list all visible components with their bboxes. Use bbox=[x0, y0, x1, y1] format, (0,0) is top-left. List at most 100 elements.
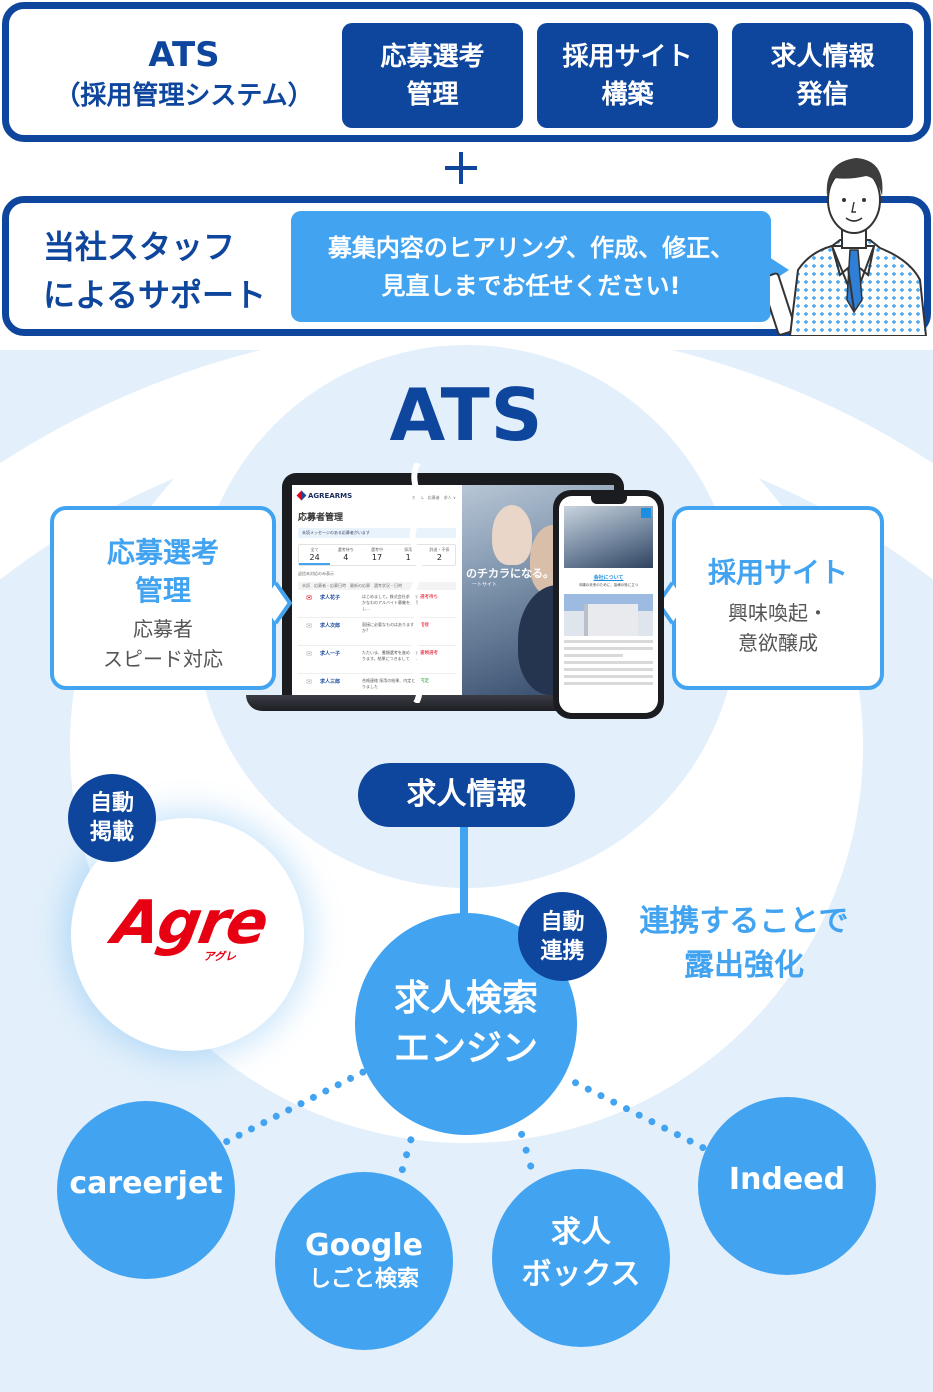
feature-tile-recruit-site: 採用サイト 構築 bbox=[537, 23, 718, 128]
wave-divider bbox=[409, 463, 423, 703]
stat-value: 1 bbox=[405, 553, 411, 562]
callout-sub-line: スピード対応 bbox=[103, 647, 223, 671]
job-info-pill: 求人情報 bbox=[358, 763, 575, 827]
latest-message: ただいま、書類選考を進めております。結果につきましては… bbox=[362, 650, 418, 661]
feature-tile-job-posting: 求人情報 発信 bbox=[732, 23, 913, 128]
latest-message: はじめまして。株式会社求人おかなわのアルバイト募集を拝見し… bbox=[362, 594, 418, 611]
brand-text: AGREARMS bbox=[308, 492, 353, 500]
support-label-line: 当社スタッフ bbox=[43, 228, 236, 266]
latest-message: 合格連絡 採用の結果、内定となりました bbox=[362, 678, 420, 689]
text-line bbox=[564, 640, 653, 643]
feature-tile-application-management: 応募選考 管理 bbox=[342, 23, 523, 128]
node-google-jobs: Google しごと検索 bbox=[275, 1172, 453, 1350]
status-label: 選考待ち bbox=[420, 595, 438, 600]
phone-section-sub: 沖縄の未来のために、皆様の役に立つ bbox=[578, 583, 639, 587]
stat-value: 24 bbox=[309, 553, 320, 562]
applicant-name: 求人花子 bbox=[320, 595, 341, 601]
stat-label: 選考中 bbox=[371, 547, 383, 552]
node-kyujin-box: 求人 ボックス bbox=[492, 1169, 670, 1347]
applicant-name: 求人次郎 bbox=[320, 623, 341, 629]
mail-icon: ✉ bbox=[306, 650, 312, 658]
callout-recruit-site: 採用サイト 興味喚起・ 意欲醸成 bbox=[672, 506, 884, 690]
stat-value: 2 bbox=[436, 553, 442, 562]
agre-logo-kana: アグレ bbox=[203, 950, 236, 963]
support-label-line: によるサポート bbox=[43, 276, 267, 314]
connector-line bbox=[460, 826, 468, 926]
phone-section-title[interactable]: 会社について bbox=[593, 575, 624, 581]
text-line bbox=[564, 661, 653, 664]
table-header: 未読 応募者・応募日時 最新の応募 選考状況・日時 bbox=[298, 582, 456, 590]
text-line bbox=[564, 675, 653, 678]
hamburger-menu-icon[interactable] bbox=[641, 508, 651, 518]
text-line bbox=[564, 682, 653, 685]
ats-subtitle: （採用管理システム） bbox=[54, 81, 314, 111]
applicant-name: 求人一子 bbox=[320, 651, 341, 657]
note-line: 連携することで bbox=[639, 904, 849, 939]
node-label: Google bbox=[305, 1228, 423, 1263]
node-sublabel: しごと検索 bbox=[308, 1267, 419, 1292]
stat-label: 採用 bbox=[404, 547, 413, 552]
node-careerjet: careerjet bbox=[57, 1101, 235, 1279]
callout-sub-line: 応募者 bbox=[133, 617, 193, 641]
table-row[interactable]: ✉ 求人三郎 合格連絡 採用の結果、内定となりました 内定 bbox=[298, 674, 456, 695]
badge-line: 掲載 bbox=[89, 820, 134, 845]
text-line bbox=[564, 647, 653, 650]
auto-link-badge: 自動 連携 bbox=[518, 892, 607, 981]
node-label: 求人 bbox=[551, 1215, 611, 1250]
tile-line: 構築 bbox=[601, 79, 654, 110]
exposure-note: 連携することで 露出強化 bbox=[612, 900, 876, 988]
building-photo bbox=[564, 594, 653, 636]
unread-notice[interactable]: 未読メッセージのある応募者がいます bbox=[298, 528, 456, 538]
mail-icon: ✉ bbox=[306, 622, 312, 630]
auto-post-badge: 自動 掲載 bbox=[68, 774, 156, 862]
stat-value: 4 bbox=[343, 553, 349, 562]
tile-line: 管理 bbox=[406, 79, 459, 110]
tile-line: 採用サイト bbox=[562, 41, 693, 72]
stat-label: 辞退・不採 bbox=[429, 547, 450, 552]
ats-heading: ATS bbox=[389, 373, 544, 457]
site-subtitle: ートサイト bbox=[472, 582, 498, 588]
phone-notch bbox=[591, 496, 627, 504]
agre-logo: Agre アグレ bbox=[107, 888, 272, 963]
agre-logo-text: Agre bbox=[107, 888, 272, 958]
node-label: Indeed bbox=[728, 1162, 846, 1197]
callout-application-management: 応募選考 管理 応募者 スピード対応 bbox=[50, 506, 276, 690]
callout-head: 応募選考 管理 bbox=[54, 534, 272, 610]
node-label: ボックス bbox=[521, 1257, 641, 1292]
callout-head: 採用サイト bbox=[707, 556, 848, 589]
table-row[interactable]: ✉ 求人次郎 面接に必要なものはありますか? 面接 bbox=[298, 618, 456, 646]
status-label: 書類選考 bbox=[420, 651, 438, 656]
applicant-name: 求人三郎 bbox=[320, 679, 341, 685]
callout-head-line: 管理 bbox=[134, 574, 191, 607]
person-photo bbox=[492, 505, 532, 565]
ats-features-card: ATS （採用管理システム） 応募選考 管理 採用サイト 構築 求人情報 発信 bbox=[2, 2, 931, 142]
status-label: 面接 bbox=[420, 623, 429, 628]
table-row[interactable]: ✉ 求人一子 ただいま、書類選考を進めております。結果につきましては… 書類選考 bbox=[298, 646, 456, 674]
stat-label: 選考待ち bbox=[337, 547, 354, 552]
stat-value: 17 bbox=[371, 553, 383, 562]
engine-line: 求人検索 bbox=[393, 978, 538, 1019]
unreplied-filter-checkbox[interactable]: 返信未対応のみ表示 bbox=[298, 571, 334, 576]
callout-sub: 応募者 スピード対応 bbox=[54, 614, 272, 674]
badge-line: 連携 bbox=[540, 938, 585, 964]
app-nav[interactable]: ホーム 応募者 求人 ∨ bbox=[411, 495, 456, 500]
bubble-line: 見直しまでお任せください! bbox=[381, 271, 681, 300]
badge-line: 自動 bbox=[89, 791, 134, 816]
applicant-management-app: AGREARMS ホーム 応募者 求人 ∨ 応募者管理 未読メッセージのある応募… bbox=[292, 485, 462, 695]
app-brand: AGREARMS bbox=[296, 490, 456, 501]
staff-person-illustration bbox=[770, 158, 928, 336]
node-indeed: Indeed bbox=[698, 1097, 876, 1275]
engine-line: エンジン bbox=[393, 1028, 538, 1069]
callout-sub-line: 興味喚起・ bbox=[728, 601, 828, 625]
table-row[interactable]: ✉ 求人花子 はじめまして。株式会社求人おかなわのアルバイト募集を拝見し… 選考… bbox=[298, 590, 456, 618]
status-label: 内定 bbox=[420, 679, 429, 684]
job-search-engine-circle: 求人検索 エンジン bbox=[355, 913, 577, 1135]
callout-sub-line: 意欲醸成 bbox=[738, 631, 818, 655]
